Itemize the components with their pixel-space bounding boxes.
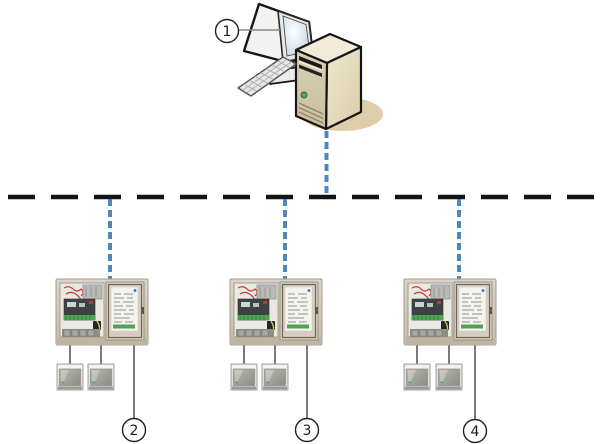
panel-2-group: 3 bbox=[229, 199, 323, 443]
card-reader-icon bbox=[403, 363, 431, 391]
callout-1: 1 bbox=[214, 18, 280, 44]
access-control-panel-photo bbox=[403, 278, 497, 346]
callout-1-label: 1 bbox=[223, 24, 232, 40]
desktop-computer-icon bbox=[237, 2, 383, 131]
access-control-panel-photo bbox=[229, 278, 323, 346]
power-led bbox=[300, 91, 308, 99]
access-control-panel-photo bbox=[55, 278, 149, 346]
card-reader-icon bbox=[87, 363, 115, 391]
tower-vents bbox=[298, 102, 324, 124]
tower-icon bbox=[294, 32, 363, 131]
drive-bay-slot bbox=[299, 56, 322, 69]
keyboard-icon bbox=[237, 56, 297, 97]
panel-1-group: 2 bbox=[55, 199, 149, 443]
panel-3-group: 4 bbox=[403, 199, 497, 444]
card-reader-icon bbox=[230, 363, 258, 391]
drive-bay-slot bbox=[299, 64, 322, 77]
callout-3-marker bbox=[294, 417, 320, 443]
card-reader-icon bbox=[56, 363, 84, 391]
card-reader-icon bbox=[435, 363, 463, 391]
callout-3-label: 3 bbox=[303, 423, 312, 439]
callout-4-marker bbox=[462, 418, 488, 444]
callout-2-label: 2 bbox=[130, 423, 139, 439]
callout-4-label: 4 bbox=[471, 424, 480, 440]
callout-2-marker bbox=[121, 417, 147, 443]
card-reader-icon bbox=[261, 363, 289, 391]
callout-1-marker bbox=[214, 18, 240, 44]
